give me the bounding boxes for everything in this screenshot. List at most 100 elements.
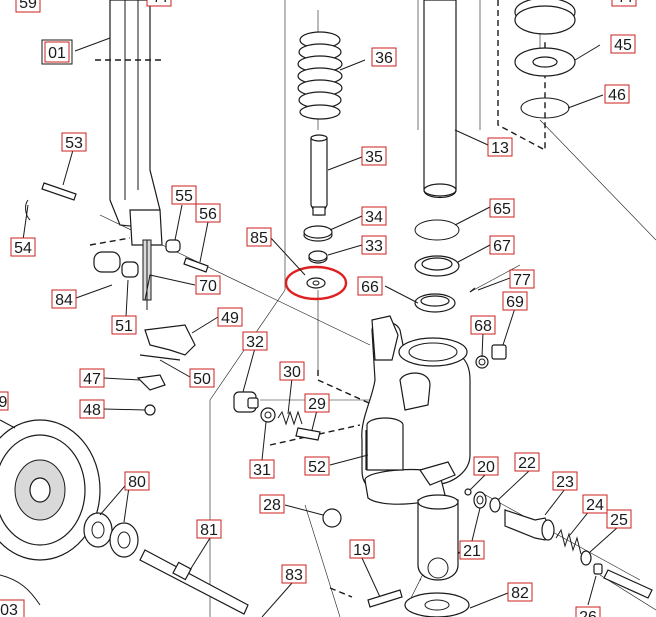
bolt-26 bbox=[593, 563, 603, 575]
svg-text:52: 52 bbox=[308, 459, 326, 476]
lower-shaft bbox=[417, 494, 459, 581]
svg-text:50: 50 bbox=[193, 371, 211, 388]
seal-33 bbox=[308, 250, 328, 264]
callout-44: 44 bbox=[146, 0, 172, 7]
spring-30 bbox=[277, 410, 303, 426]
svg-text:21: 21 bbox=[463, 543, 481, 560]
plug-32 bbox=[233, 391, 259, 413]
wheel-arc-03 bbox=[0, 574, 41, 606]
plug-69 bbox=[491, 344, 507, 360]
screw-27 bbox=[603, 569, 653, 599]
svg-text:44: 44 bbox=[150, 0, 168, 6]
callout-32: 32 bbox=[242, 331, 268, 351]
callout-50: 50 bbox=[189, 368, 215, 388]
svg-text:59: 59 bbox=[19, 0, 37, 12]
callout-21: 21 bbox=[459, 540, 485, 560]
svg-text:55: 55 bbox=[175, 188, 193, 205]
callout-28: 28 bbox=[259, 494, 285, 514]
svg-text:47: 47 bbox=[83, 371, 101, 388]
pin-77 bbox=[469, 287, 476, 293]
callout-labels: 59 44 44 01 36 45 46 53 bbox=[0, 0, 637, 617]
piston-35 bbox=[310, 134, 328, 216]
guide-lines bbox=[99, 0, 656, 617]
callout-52: 52 bbox=[304, 456, 330, 476]
svg-text:32: 32 bbox=[246, 334, 264, 351]
svg-text:9: 9 bbox=[0, 394, 8, 411]
callout-47: 47 bbox=[79, 368, 105, 388]
callout-29: 29 bbox=[304, 393, 330, 413]
callout-30: 30 bbox=[279, 361, 305, 381]
callout-44b: 44 bbox=[611, 0, 637, 7]
callout-56: 56 bbox=[195, 203, 221, 223]
callout-77: 77 bbox=[509, 269, 535, 289]
callout-31: 31 bbox=[249, 459, 275, 479]
svg-text:33: 33 bbox=[365, 238, 383, 255]
callout-51: 51 bbox=[111, 315, 137, 335]
bushing-84 bbox=[93, 251, 139, 278]
svg-text:77: 77 bbox=[513, 272, 531, 289]
callout-20: 20 bbox=[473, 456, 499, 476]
callout-53: 53 bbox=[61, 132, 87, 152]
spring-24 bbox=[555, 528, 582, 555]
handle-tube bbox=[95, 0, 165, 246]
callout-59: 59 bbox=[15, 0, 41, 13]
callout-9: 9 bbox=[0, 391, 9, 411]
svg-text:81: 81 bbox=[200, 522, 218, 539]
callout-85: 85 bbox=[246, 227, 272, 247]
callout-34: 34 bbox=[361, 206, 387, 226]
cam-49 bbox=[144, 324, 196, 356]
seal-66 bbox=[414, 293, 456, 313]
callout-01: 01 bbox=[41, 39, 73, 65]
svg-text:22: 22 bbox=[518, 455, 536, 472]
washer-68 bbox=[475, 355, 489, 369]
nut-48 bbox=[144, 404, 156, 416]
svg-text:80: 80 bbox=[128, 474, 146, 491]
callout-84: 84 bbox=[51, 289, 77, 309]
svg-text:85: 85 bbox=[250, 230, 268, 247]
ball-20 bbox=[464, 488, 472, 496]
svg-text:13: 13 bbox=[491, 140, 509, 157]
callout-54: 54 bbox=[10, 237, 36, 257]
svg-text:19: 19 bbox=[353, 542, 371, 559]
washer-25 bbox=[580, 550, 592, 566]
svg-text:01: 01 bbox=[48, 45, 66, 62]
svg-text:03: 03 bbox=[0, 602, 18, 617]
plate-47 bbox=[136, 374, 166, 391]
callout-82: 82 bbox=[507, 582, 533, 602]
svg-text:36: 36 bbox=[375, 50, 393, 67]
svg-text:54: 54 bbox=[14, 240, 32, 257]
seal-34 bbox=[303, 225, 333, 242]
svg-text:48: 48 bbox=[83, 402, 101, 419]
ram-13 bbox=[423, 0, 457, 199]
chain-70 bbox=[142, 239, 152, 310]
callout-22: 22 bbox=[514, 452, 540, 472]
callout-66: 66 bbox=[357, 276, 383, 296]
svg-text:31: 31 bbox=[253, 462, 271, 479]
bottom-washer bbox=[404, 592, 470, 617]
seal-67 bbox=[414, 255, 460, 277]
callout-03: 03 bbox=[0, 599, 25, 617]
callout-33: 33 bbox=[361, 235, 387, 255]
rod-50 bbox=[139, 354, 181, 361]
ball-28 bbox=[322, 508, 342, 528]
svg-text:34: 34 bbox=[365, 209, 383, 226]
callout-81: 81 bbox=[196, 519, 222, 539]
callout-46: 46 bbox=[604, 84, 630, 104]
callout-13: 13 bbox=[487, 137, 513, 157]
svg-text:25: 25 bbox=[610, 512, 628, 529]
pin-56 bbox=[183, 257, 209, 273]
svg-text:26: 26 bbox=[579, 609, 597, 617]
wheel bbox=[0, 419, 101, 561]
callout-26: 26 bbox=[575, 606, 601, 617]
callout-65: 65 bbox=[489, 198, 515, 218]
callout-23: 23 bbox=[552, 471, 578, 491]
svg-text:49: 49 bbox=[221, 310, 239, 327]
svg-text:68: 68 bbox=[474, 318, 492, 335]
svg-text:28: 28 bbox=[263, 497, 281, 514]
axle-81 bbox=[139, 549, 249, 615]
bearings-80 bbox=[83, 512, 139, 558]
callout-55: 55 bbox=[171, 185, 197, 205]
svg-text:20: 20 bbox=[477, 459, 495, 476]
callout-83: 83 bbox=[281, 564, 307, 584]
